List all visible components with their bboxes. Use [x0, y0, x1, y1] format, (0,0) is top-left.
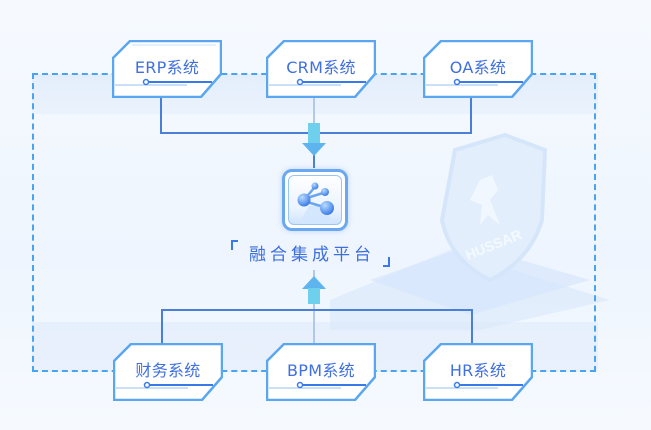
- system-label: CRM系统: [286, 58, 356, 77]
- system-box-erp[interactable]: ERP系统: [112, 40, 222, 98]
- down-arrow-icon: [302, 123, 326, 156]
- hub-inner: [288, 175, 342, 225]
- system-label: OA系统: [449, 58, 507, 77]
- box-frame: [112, 40, 222, 98]
- integration-platform-hub[interactable]: [282, 169, 348, 231]
- box-frame: [423, 343, 533, 401]
- hub-title: 融合集成平台: [249, 245, 375, 265]
- system-label: 财务系统: [135, 361, 201, 380]
- bottom-connector: [161, 270, 473, 345]
- bracket-open: [231, 240, 238, 250]
- share-network-icon: [297, 182, 334, 224]
- system-box-finance[interactable]: 财务系统: [113, 343, 223, 401]
- box-frame: [266, 343, 376, 401]
- system-box-hr[interactable]: HR系统: [423, 343, 533, 401]
- system-box-crm[interactable]: CRM系统: [266, 40, 376, 98]
- box-frame: [266, 40, 376, 98]
- system-box-oa[interactable]: OA系统: [423, 40, 533, 98]
- system-label: HR系统: [449, 361, 507, 380]
- box-frame: [113, 343, 223, 401]
- system-box-bpm[interactable]: BPM系统: [266, 343, 376, 401]
- system-label: ERP系统: [134, 58, 200, 77]
- bracket-close: [383, 257, 390, 267]
- box-frame: [423, 40, 533, 98]
- up-arrow-icon: [302, 276, 326, 304]
- system-label: BPM系统: [287, 361, 355, 380]
